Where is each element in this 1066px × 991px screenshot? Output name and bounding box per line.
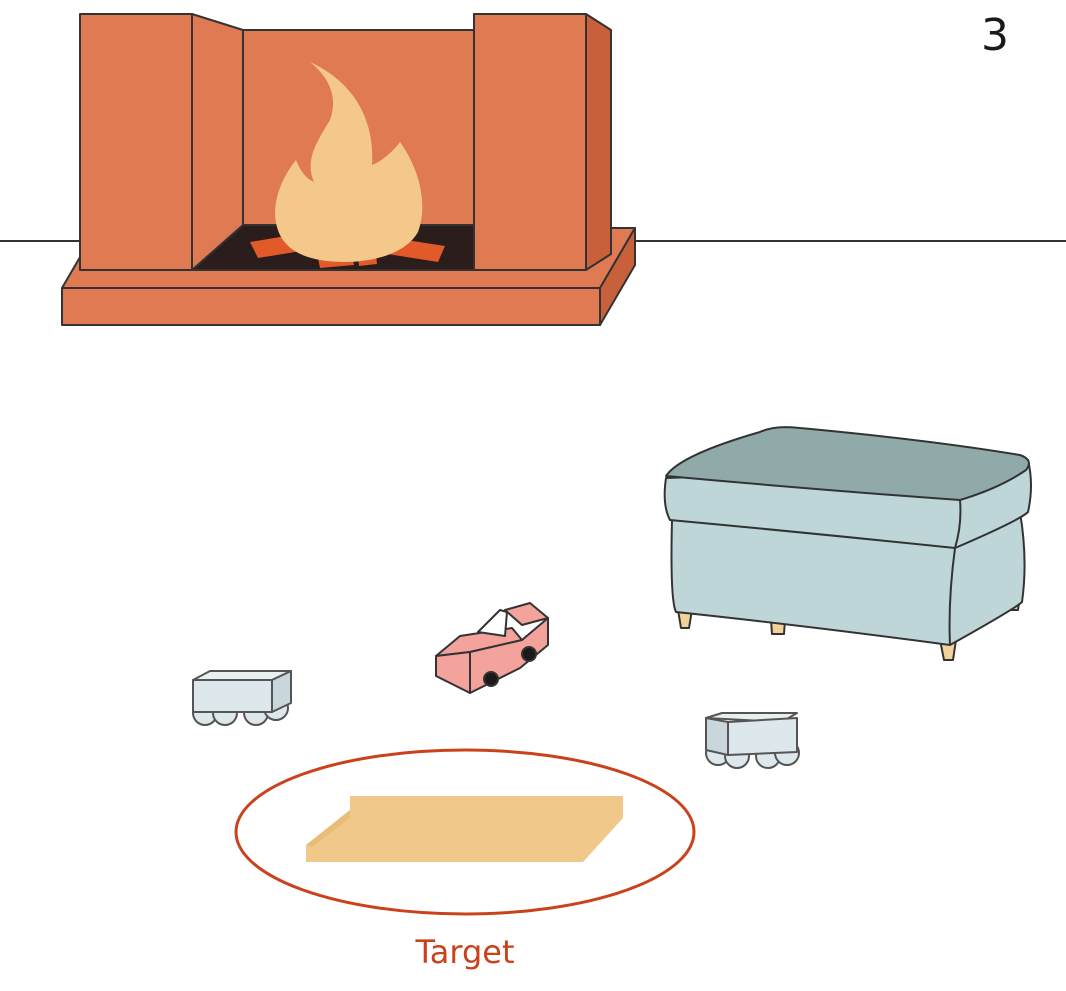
wagon-side (727, 717, 798, 756)
truck-window (477, 609, 508, 637)
fireplace-right-pillar-side (585, 13, 612, 271)
target-zone (234, 748, 696, 916)
ottoman-seam (954, 499, 962, 549)
page-number: 3 (981, 10, 1009, 61)
ottoman (663, 426, 1032, 661)
fireplace-hearth-front (61, 287, 601, 326)
ottoman-cushion-top (665, 426, 1030, 501)
toy-wagon-right (705, 712, 800, 769)
fireplace-right-pillar-front (473, 13, 587, 271)
wagon-front (705, 717, 729, 756)
fireplace-hearth-side (599, 227, 636, 326)
truck-bed-top (504, 602, 549, 626)
toy-truck (435, 602, 549, 694)
truck-wheel (521, 646, 537, 662)
fireplace-left-pillar-side (191, 13, 244, 271)
toy-wagon-left (192, 670, 292, 726)
ramp-edge (306, 810, 350, 847)
wagon-front (192, 679, 273, 713)
target-ellipse (234, 748, 696, 916)
fireplace (61, 13, 636, 326)
fireplace-left-pillar-front (79, 13, 193, 271)
ottoman-seam (948, 547, 956, 646)
truck-wheel (483, 671, 499, 687)
truck-front (435, 651, 471, 694)
wagon-side (271, 670, 292, 713)
target-label: Target (415, 933, 515, 971)
ramp (306, 796, 623, 862)
fire-flame (275, 62, 423, 262)
